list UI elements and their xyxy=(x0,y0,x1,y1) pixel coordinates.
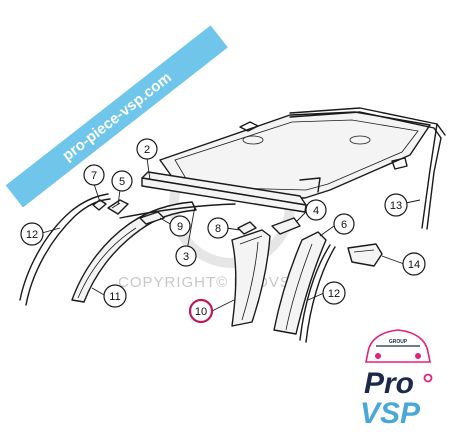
svg-text:5: 5 xyxy=(119,176,125,188)
callout-12-left: 12 xyxy=(20,222,44,246)
roof-panel xyxy=(159,111,431,199)
callouts: 2 7 5 12 9 8 4 6 13 3 14 11 10 12 xyxy=(20,138,426,324)
callout-7: 7 xyxy=(83,164,105,186)
callout-2: 2 xyxy=(136,138,158,160)
watermark-text: COPYRIGHT© PROVSP xyxy=(118,274,302,291)
callout-6: 6 xyxy=(333,213,355,235)
callout-12-right: 12 xyxy=(322,281,346,305)
callout-14: 14 xyxy=(402,252,426,276)
part-9-bracket xyxy=(139,211,165,225)
callout-5: 5 xyxy=(111,170,133,192)
part-4-bracket xyxy=(271,217,301,235)
part-12-right-strip xyxy=(299,244,336,343)
part-8-clip xyxy=(237,221,257,235)
part-3-beam xyxy=(119,203,236,219)
provsp-logo: GROUP Pro VSP xyxy=(360,329,433,430)
logo-group-label: GROUP xyxy=(389,339,408,345)
svg-text:6: 6 xyxy=(341,219,347,231)
part-13-roof-trim xyxy=(289,107,446,230)
svg-text:13: 13 xyxy=(390,200,402,212)
car-icon xyxy=(365,329,431,363)
part-2-header xyxy=(141,171,307,213)
svg-text:8: 8 xyxy=(215,223,221,235)
part-10-b-pillar xyxy=(231,229,271,327)
part-5-bracket xyxy=(107,199,129,215)
callout-13: 13 xyxy=(384,193,408,217)
svg-text:4: 4 xyxy=(313,205,319,217)
svg-text:9: 9 xyxy=(177,221,183,233)
callout-4: 4 xyxy=(305,199,327,221)
part-6-pillar xyxy=(273,231,327,335)
callout-10-highlight: 10 xyxy=(188,298,214,324)
svg-text:3: 3 xyxy=(183,251,189,263)
svg-text:14: 14 xyxy=(408,259,420,271)
callout-8: 8 xyxy=(207,217,229,239)
callout-11: 11 xyxy=(103,284,127,308)
svg-text:2: 2 xyxy=(144,144,150,156)
svg-text:12: 12 xyxy=(328,288,340,300)
svg-text:11: 11 xyxy=(109,291,120,303)
part-11-pillar-trim xyxy=(71,201,197,303)
part-12-left-strip xyxy=(19,193,111,306)
banner-band xyxy=(5,25,228,208)
callout-9: 9 xyxy=(169,215,191,237)
logo-word-vsp: VSP xyxy=(360,397,421,430)
part-14-detail xyxy=(347,243,383,267)
svg-text:10: 10 xyxy=(195,306,207,318)
logo-word-pro: Pro xyxy=(364,367,414,400)
svg-text:7: 7 xyxy=(91,170,97,182)
callout-3: 3 xyxy=(175,245,197,267)
part-7-clip xyxy=(92,199,107,211)
svg-text:12: 12 xyxy=(26,229,38,241)
logo-dot-icon xyxy=(423,373,433,383)
